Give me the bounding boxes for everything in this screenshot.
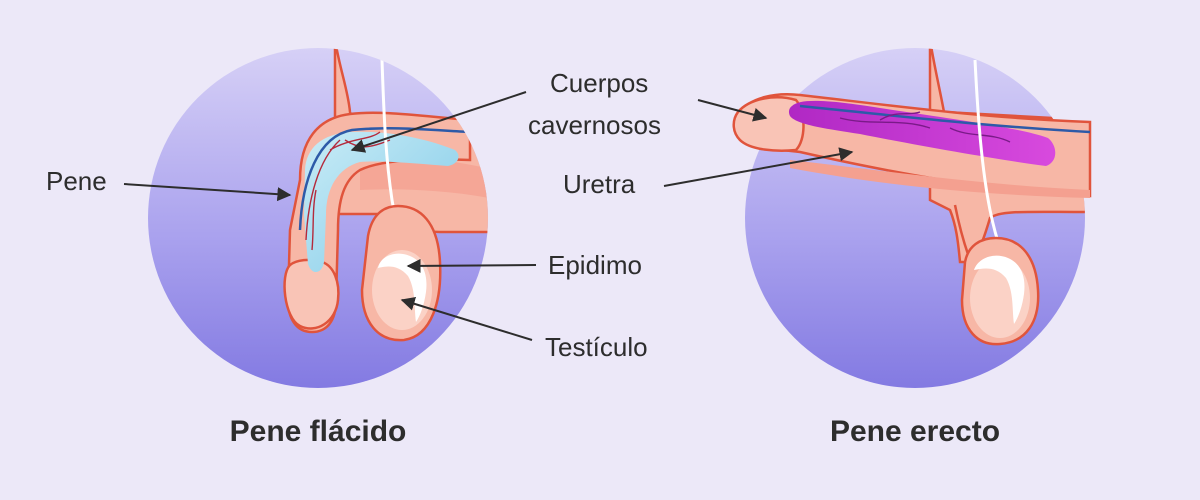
caption-erect: Pene erecto bbox=[830, 415, 1000, 448]
uretra-pointer bbox=[663, 147, 854, 187]
erect-vein bbox=[799, 104, 1091, 134]
flaccid-glans bbox=[283, 258, 340, 330]
erect-urethra-band bbox=[790, 160, 1090, 198]
erect-illustration bbox=[732, 48, 1092, 388]
flaccid-illustration bbox=[148, 48, 488, 388]
flaccid-cavernous-body bbox=[304, 131, 459, 273]
erect-cavernous-body bbox=[788, 100, 1056, 166]
erect-epididymis bbox=[974, 255, 1025, 324]
label-epidimo: Epidimo bbox=[548, 250, 642, 280]
caption-flaccid: Pene flácido bbox=[230, 415, 407, 448]
label-pene: Pene bbox=[46, 166, 107, 196]
pene-pointer bbox=[123, 183, 292, 202]
label-testiculo: Testículo bbox=[545, 332, 648, 362]
label-cuerpos-line2: cavernosos bbox=[528, 110, 661, 140]
cuerpos-pointer-left bbox=[350, 91, 527, 153]
label-cuerpos-line1: Cuerpos bbox=[550, 68, 648, 98]
flaccid-vein bbox=[298, 127, 471, 231]
epidimo-pointer bbox=[406, 258, 537, 273]
annotations: Pene Cuerpos cavernosos Uretra Epidimo T… bbox=[46, 68, 1000, 448]
erect-glans bbox=[732, 96, 805, 152]
cuerpos-pointer-right bbox=[697, 99, 768, 122]
testiculo-pointer bbox=[400, 297, 533, 341]
label-uretra: Uretra bbox=[563, 169, 636, 199]
